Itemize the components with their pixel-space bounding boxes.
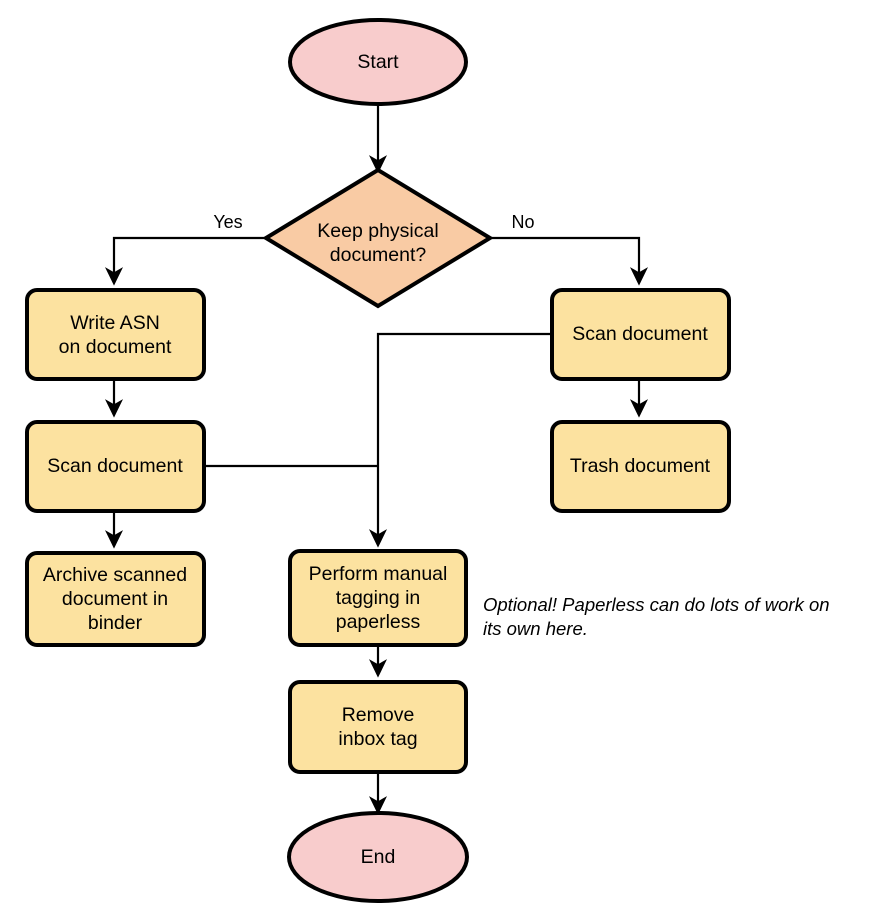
edges-layer (104, 103, 649, 815)
decision-label-line2: document? (330, 244, 427, 266)
decision-label-line1: Keep physical (317, 220, 438, 242)
end-ellipse[interactable] (287, 811, 469, 903)
tagging-label-line3: paperless (336, 611, 421, 633)
remove-inbox-label-line2: inbox tag (338, 728, 417, 750)
tagging-label-line1: Perform manual (309, 563, 448, 585)
scan-document-right-box[interactable] (550, 288, 731, 381)
annotation-line1: Optional! Paperless can do lots of work … (483, 594, 830, 615)
annotation-note: Optional! Paperless can do lots of work … (483, 594, 830, 639)
trash-document-box[interactable] (550, 420, 731, 513)
scan-document-left-box[interactable] (25, 420, 206, 513)
start-label: Start (357, 51, 399, 73)
trash-document-label: Trash document (570, 455, 711, 477)
annotation-line2: its own here. (483, 618, 588, 639)
node-trash-document[interactable]: Trash document (550, 420, 731, 513)
decision-diamond[interactable] (262, 167, 494, 309)
edge-label-yes: Yes (213, 212, 242, 232)
start-ellipse[interactable] (288, 18, 468, 106)
archive-label-line3: binder (88, 612, 143, 634)
node-archive-scanned-document[interactable]: Archive scanned document in binder (25, 551, 206, 647)
end-label: End (361, 846, 396, 868)
edge-label-no: No (511, 212, 534, 232)
write-asn-label-line1: Write ASN (70, 312, 160, 334)
node-write-asn[interactable]: Write ASN on document (25, 288, 206, 381)
remove-inbox-tag-box[interactable] (288, 680, 468, 774)
write-asn-box[interactable] (25, 288, 206, 381)
node-scan-document-left[interactable]: Scan document (25, 420, 206, 513)
node-end[interactable]: End (287, 811, 469, 903)
edge-labels-layer: Yes No (213, 212, 534, 232)
node-decision-keep-physical-document[interactable]: Keep physical document? (262, 167, 494, 309)
edge-scan-right-to-tagging (368, 332, 552, 548)
edge-decision-no-to-scan-right (490, 236, 649, 286)
archive-label-line2: document in (62, 588, 168, 610)
scan-document-left-label: Scan document (47, 455, 183, 477)
tagging-box[interactable] (288, 549, 468, 647)
write-asn-label-line2: on document (59, 336, 172, 358)
archive-box[interactable] (25, 551, 206, 647)
node-remove-inbox-tag[interactable]: Remove inbox tag (288, 680, 468, 774)
tagging-label-line2: tagging in (336, 587, 421, 609)
archive-label-line1: Archive scanned (43, 564, 187, 586)
node-scan-document-right[interactable]: Scan document (550, 288, 731, 381)
remove-inbox-label-line1: Remove (342, 704, 415, 726)
scan-document-right-label: Scan document (572, 323, 708, 345)
node-start[interactable]: Start (288, 18, 468, 106)
node-perform-manual-tagging[interactable]: Perform manual tagging in paperless (288, 549, 468, 647)
edge-decision-yes-to-write-asn (104, 236, 266, 286)
